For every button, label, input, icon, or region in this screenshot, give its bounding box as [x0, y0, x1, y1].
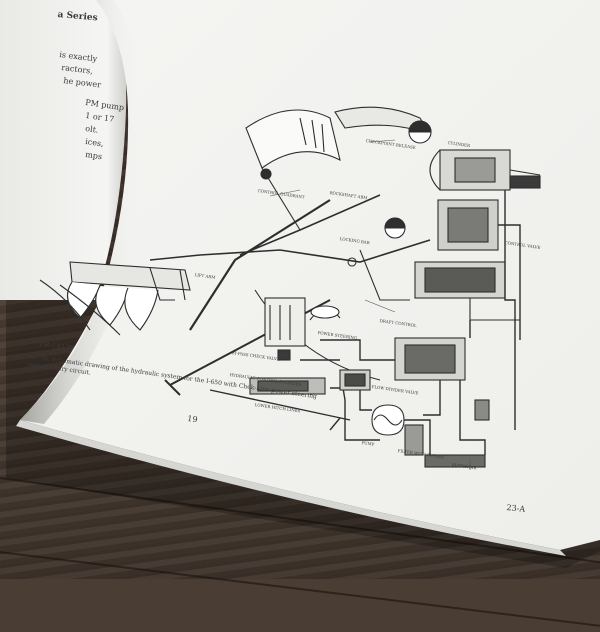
page-edges: [16, 420, 566, 556]
label-leaders: [269, 139, 471, 470]
gutter-shadow: [20, 0, 145, 424]
left-page: [0, 0, 127, 300]
left-body-line: olt.: [84, 124, 100, 135]
page-number-right: 23-A: [506, 503, 526, 514]
book-illustration: [0, 0, 600, 568]
page-number-left: 19: [186, 414, 199, 425]
right-page: [20, 0, 600, 550]
